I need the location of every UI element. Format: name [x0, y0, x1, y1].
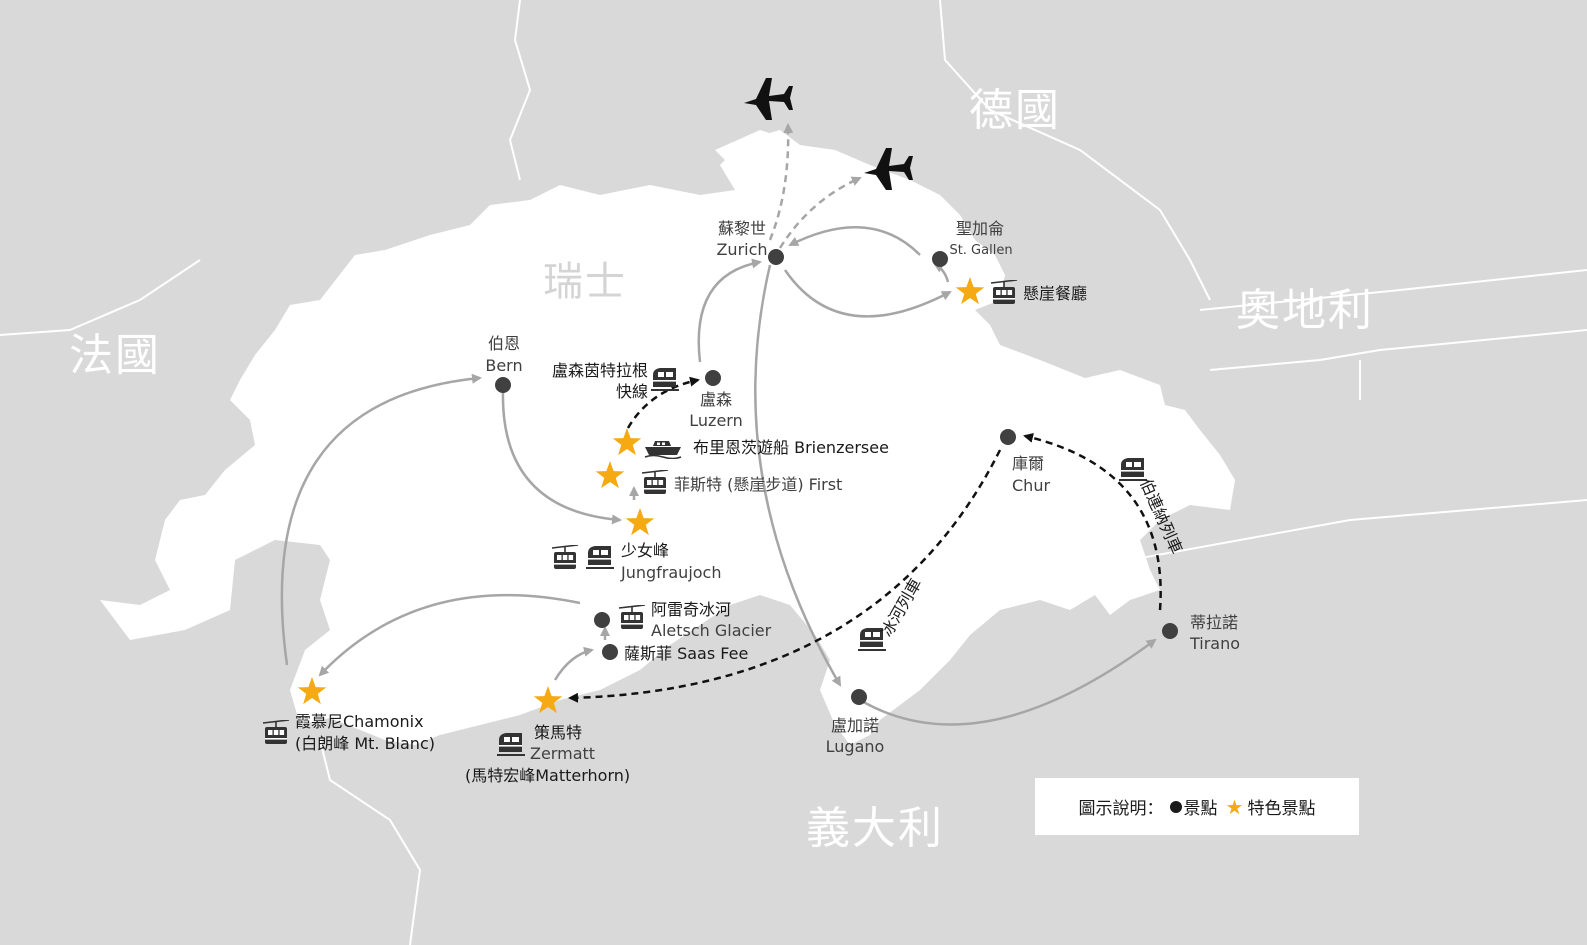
- label-jungfrau-zh: 少女峰: [621, 541, 669, 560]
- label-bern-zh: 伯恩: [488, 334, 520, 353]
- label-tirano-en: Tirano: [1189, 634, 1240, 653]
- dot-lugano: [851, 689, 867, 705]
- label-stgallen-zh: 聖加侖: [956, 219, 1004, 238]
- dot-tirano: [1162, 623, 1178, 639]
- label-cliff-restaurant: 懸崖餐廳: [1023, 284, 1087, 303]
- dot-aletsch: [594, 612, 610, 628]
- label-saasfee: 薩斯菲 Saas Fee: [624, 644, 748, 663]
- dot-icon: [1169, 800, 1182, 813]
- label-chur-zh: 庫爾: [1012, 454, 1044, 473]
- train-routes: [568, 376, 1162, 703]
- label-stgallen-en: St. Gallen: [949, 243, 1012, 258]
- label-chur-en: Chur: [1012, 476, 1050, 495]
- label-italy: 義大利: [806, 803, 944, 854]
- dot-zurich: [768, 249, 784, 265]
- label-tirano-zh: 蒂拉諾: [1190, 613, 1238, 632]
- dot-bern: [495, 377, 511, 393]
- label-lugano-en: Lugano: [826, 737, 885, 756]
- air-route-2: [778, 176, 862, 249]
- label-germany: 德國: [969, 85, 1061, 136]
- land-enclave: [715, 130, 790, 170]
- label-first: 菲斯特 (懸崖步道) First: [674, 475, 842, 494]
- legend-star-label: 特色景點: [1247, 799, 1316, 819]
- label-switzerland: 瑞士: [543, 259, 627, 305]
- route-chamonix-bern: [280, 373, 482, 666]
- legend-title: 圖示說明：: [1078, 799, 1164, 819]
- dot-luzern: [705, 370, 721, 386]
- label-luzern-en: Luzern: [689, 411, 742, 430]
- label-luzern-zh: 盧森: [700, 390, 732, 409]
- label-lugano-zh: 盧加諾: [831, 716, 879, 735]
- label-austria: 奧地利: [1236, 285, 1374, 336]
- routes: [280, 123, 1157, 726]
- route-bernina: [1023, 432, 1162, 611]
- label-luzern-express-2: 快線: [616, 382, 648, 401]
- label-chamonix-1: 霞慕尼Chamonix: [295, 712, 424, 731]
- route-zermatt-saasfee: [553, 646, 594, 681]
- label-zurich-en: Zurich: [716, 240, 767, 259]
- label-france: 法國: [69, 330, 161, 381]
- route-luzern-interlaken-express: [626, 376, 700, 429]
- label-zermatt-zh: 策馬特: [534, 723, 582, 742]
- route-zurich-cliff: [783, 269, 952, 318]
- label-jungfrau-en: Jungfraujoch: [620, 563, 721, 582]
- dot-saasfee: [602, 644, 618, 660]
- legend: 圖示說明： 景點 ★ 特色景點: [1035, 778, 1359, 835]
- label-aletsch-en: Aletsch Glacier: [651, 621, 772, 640]
- route-lugano-tirano: [859, 638, 1157, 726]
- label-zurich-zh: 蘇黎世: [718, 219, 766, 238]
- route-luzern-zurich: [697, 258, 762, 363]
- attraction-dots: [495, 249, 1178, 705]
- route-bern-jungfrau: [501, 389, 622, 525]
- route-aletsch-chamonix: [318, 593, 581, 677]
- dot-chur: [1000, 429, 1016, 445]
- dot-stgallen: [932, 251, 948, 267]
- label-chamonix-2: (白朗峰 Mt. Blanc): [295, 734, 435, 753]
- label-aletsch-zh: 阿雷奇冰河: [651, 600, 731, 619]
- label-zermatt-3: (馬特宏峰Matterhorn): [465, 766, 630, 785]
- label-luzern-express-1: 盧森茵特拉根: [552, 361, 648, 380]
- label-zermatt-en: Zermatt: [530, 744, 595, 763]
- star-icon: ★: [1225, 794, 1244, 819]
- legend-dot-label: 景點: [1183, 799, 1218, 819]
- switzerland-land: [100, 130, 1235, 745]
- label-bern-en: Bern: [485, 356, 522, 375]
- route-zurich-lugano: [754, 264, 842, 687]
- route-glacier-express: [568, 449, 1002, 703]
- label-brienzersee: 布里恩茨遊船 Brienzersee: [693, 438, 889, 457]
- route-stgallen-zurich: [788, 225, 921, 256]
